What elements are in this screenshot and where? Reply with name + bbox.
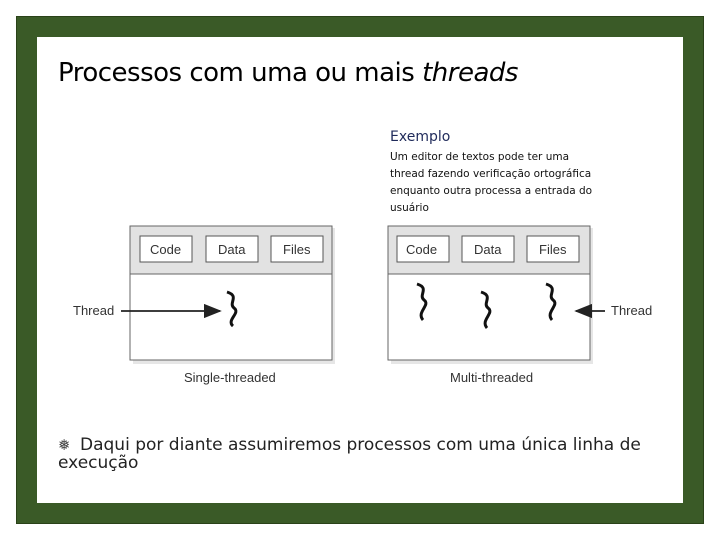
single-code-label: Code: [150, 242, 182, 257]
multi-files-box: [526, 235, 580, 263]
title-main: Processos com uma ou mais: [58, 58, 423, 88]
single-threaded-caption: Single-threaded: [184, 370, 276, 385]
multi-thread-squiggle-1: [416, 282, 428, 321]
multi-data-label: Data: [474, 242, 502, 257]
single-code-box: [139, 235, 193, 263]
multi-thread-squiggle-3: [545, 282, 557, 321]
multi-files-label: Files: [539, 242, 567, 257]
multi-data-box: [461, 235, 515, 263]
example-heading: Exemplo: [390, 129, 451, 145]
multi-thread-label: Thread: [611, 303, 653, 318]
single-data-box: [205, 235, 259, 263]
single-thread-squiggle: [226, 290, 238, 328]
title-italic: threads: [422, 58, 518, 88]
multi-code-label: Code: [406, 242, 438, 257]
multi-threaded-diagram: [387, 225, 605, 364]
multi-thread-squiggle-2: [480, 290, 492, 329]
single-files-box: [270, 235, 324, 263]
single-data-label: Data: [218, 242, 246, 257]
multi-code-box: [396, 235, 450, 263]
bullet-icon: ❅: [58, 436, 71, 454]
single-threaded-diagram: [121, 225, 335, 364]
bullet-point: ❅Daqui por diante assumiremos processos …: [58, 436, 678, 472]
multi-threaded-caption: Multi-threaded: [450, 370, 534, 385]
single-thread-label: Thread: [73, 303, 115, 318]
single-files-label: Files: [283, 242, 311, 257]
example-text: Um editor de textos pode ter uma thread …: [390, 151, 593, 214]
bullet-text: Daqui por diante assumiremos processos c…: [58, 435, 641, 473]
slide-title: Processos com uma ou mais threads: [58, 58, 518, 88]
